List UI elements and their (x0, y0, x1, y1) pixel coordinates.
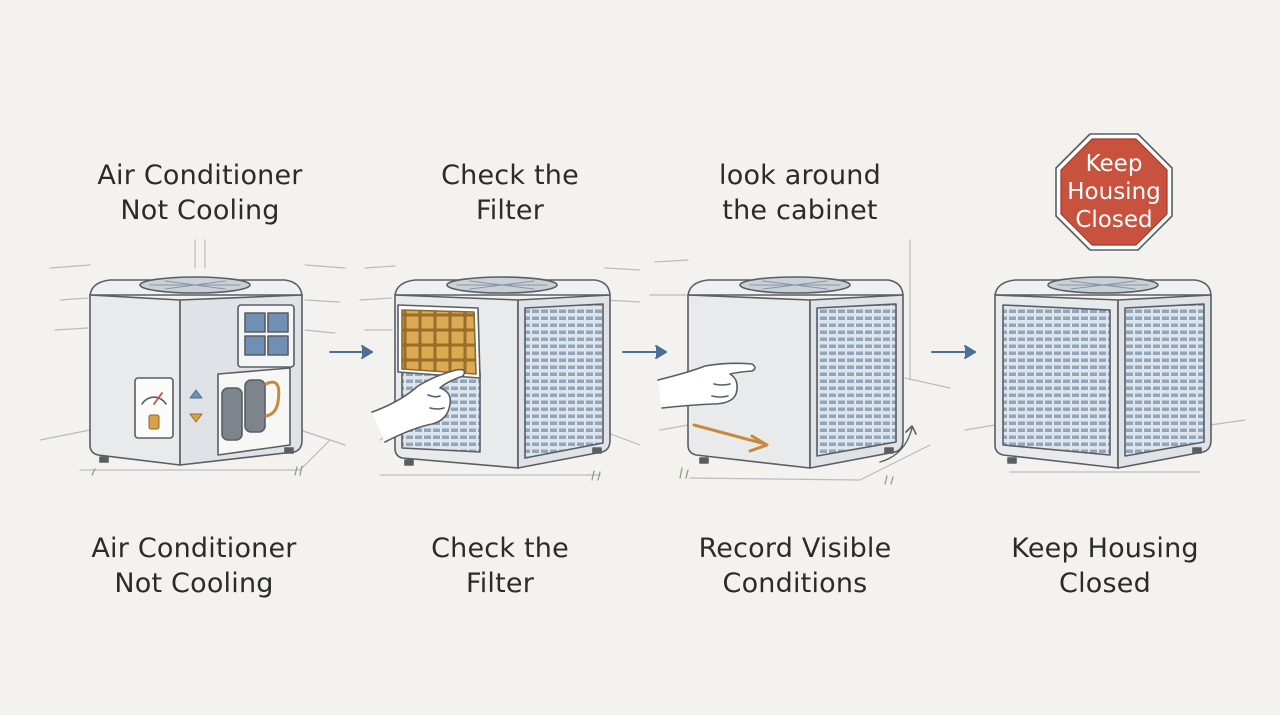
pointing-hand-icon (371, 368, 466, 443)
svg-text:Closed: Closed (1075, 207, 1152, 233)
stop-sign-icon (1055, 133, 1173, 251)
right-arrow-icon (931, 345, 976, 359)
right-arrow-icon (622, 345, 667, 359)
unit-3-ac (649, 239, 951, 485)
svg-text:Keep: Keep (1086, 151, 1143, 177)
unit-1-ac (39, 239, 346, 476)
unit-4-ac (964, 276, 1246, 473)
right-arrow-icon (329, 345, 373, 359)
right-arrow-icon (692, 423, 769, 453)
pointing-hand-icon (657, 362, 756, 409)
svg-text:Housing: Housing (1067, 179, 1161, 205)
stop-sign-label: Keep Housing Closed (1067, 151, 1161, 233)
unit-2-ac (359, 265, 641, 481)
